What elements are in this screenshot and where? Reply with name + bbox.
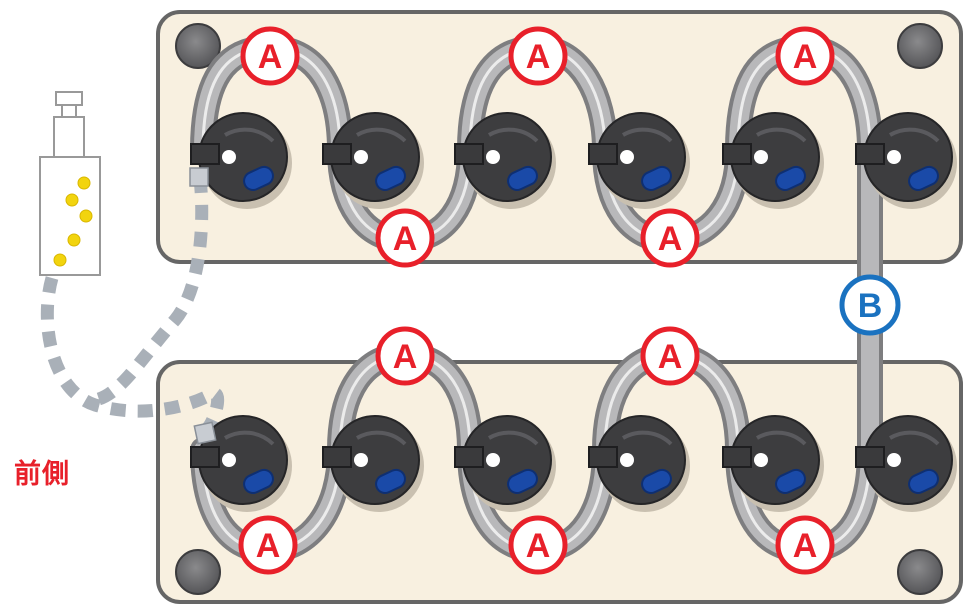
battery-cap-icon — [722, 415, 824, 512]
label-a-marker: A — [238, 515, 298, 575]
battery-cap-icon — [722, 112, 824, 209]
label-a-text: A — [793, 38, 818, 76]
bolt-icon — [175, 549, 221, 595]
label-a-text: A — [256, 527, 281, 565]
vent-hose-dashed — [40, 177, 225, 436]
label-a-text: A — [258, 38, 283, 76]
battery-cap-icon — [190, 112, 292, 209]
battery-cap-icon — [588, 112, 690, 209]
bolt-icon — [897, 23, 943, 69]
vent-plug-icon — [189, 167, 209, 187]
label-b-marker: B — [839, 274, 901, 336]
battery-cap-icon — [322, 415, 424, 512]
battery-cap-icon — [190, 415, 292, 512]
label-a-text: A — [526, 527, 551, 565]
battery-cap-icon — [322, 112, 424, 209]
bolt-icon — [897, 549, 943, 595]
label-a-text: A — [393, 338, 418, 376]
label-a-marker: A — [775, 515, 835, 575]
battery-cap-icon — [454, 112, 556, 209]
label-a-marker: A — [375, 208, 435, 268]
bottle-icon — [39, 91, 101, 276]
label-a-text: A — [658, 338, 683, 376]
label-a-text: A — [793, 527, 818, 565]
label-a-text: A — [393, 220, 418, 258]
label-a-marker: A — [508, 515, 568, 575]
label-a-marker: A — [375, 326, 435, 386]
label-b-text: B — [858, 287, 883, 325]
label-a-marker: A — [508, 26, 568, 86]
battery-caps — [190, 112, 957, 512]
label-a-text: A — [658, 220, 683, 258]
battery-cap-icon — [855, 415, 957, 512]
front-side-label: 前側 — [14, 459, 70, 490]
label-a-marker: A — [240, 26, 300, 86]
bolt-icon — [175, 23, 221, 69]
label-a-marker: A — [640, 326, 700, 386]
label-a-text: A — [526, 38, 551, 76]
label-a-marker: A — [775, 26, 835, 86]
battery-cap-icon — [588, 415, 690, 512]
battery-cap-icon — [454, 415, 556, 512]
vent-plug-icon — [193, 421, 217, 445]
label-a-marker: A — [640, 208, 700, 268]
battery-cap-icon — [855, 112, 957, 209]
